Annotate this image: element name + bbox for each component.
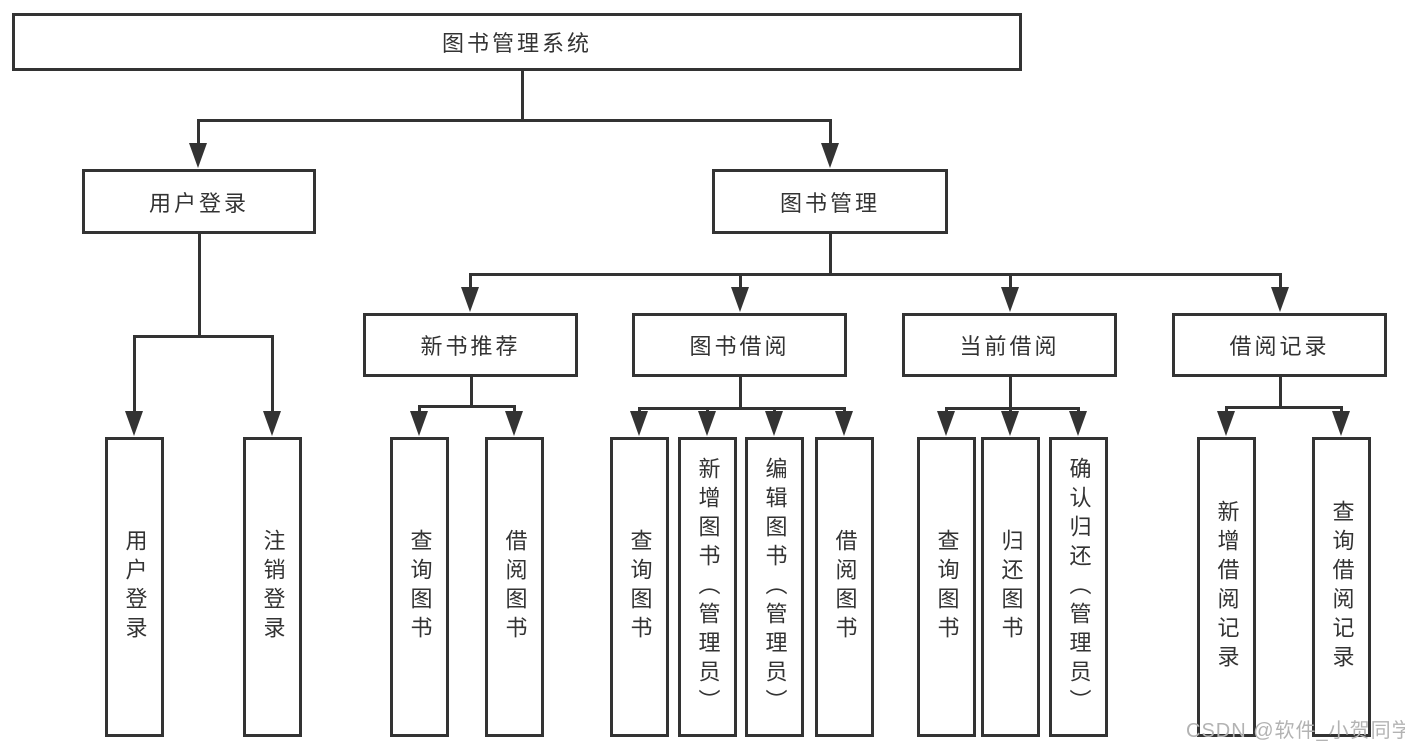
- node-label: 用户登录: [122, 529, 148, 645]
- node-label: 图书管理系统: [441, 31, 592, 56]
- watermark: CSDN @软件_小贺同学: [1186, 720, 1405, 742]
- arrowhead-down-icon: [461, 287, 479, 312]
- node-label: 借阅图书: [832, 529, 858, 645]
- connector-branch-line: [944, 407, 1080, 410]
- arrowhead-down-icon: [765, 411, 783, 436]
- arrowhead-down-icon: [505, 411, 523, 436]
- node-label: 用户登录: [148, 190, 249, 216]
- node-label: 查询图书: [627, 529, 653, 645]
- node-label: 确认归还（管理员）: [1066, 456, 1092, 718]
- connector-stem: [197, 234, 201, 338]
- node-user-login: 用户登录: [82, 169, 316, 234]
- node-label: 借阅图书: [502, 529, 528, 645]
- node-book-management: 图书管理: [712, 169, 948, 234]
- arrowhead-down-icon: [937, 411, 955, 436]
- leaf-current-confirm-return-admin: 确认归还（管理员）: [1049, 437, 1108, 737]
- node-label: 注销登录: [260, 529, 286, 645]
- node-label: 当前借阅: [959, 334, 1060, 359]
- leaf-records-query-borrow-record: 查询借阅记录: [1312, 437, 1371, 737]
- leaf-newbook-borrow-books: 借阅图书: [485, 437, 544, 737]
- node-label: 图书管理: [779, 190, 880, 216]
- connector-stem: [828, 234, 832, 276]
- node-book-borrowing: 图书借阅: [632, 313, 847, 377]
- leaf-user-login: 用户登录: [105, 437, 164, 737]
- arrowhead-down-icon: [125, 411, 143, 436]
- connector-branch-line: [468, 273, 1282, 276]
- arrowhead-down-icon: [263, 411, 281, 436]
- connector-stem: [520, 71, 524, 122]
- connector-branch-line: [637, 407, 846, 410]
- leaf-records-add-borrow-record: 新增借阅记录: [1197, 437, 1256, 737]
- node-label: 新书推荐: [420, 334, 521, 359]
- arrowhead-down-icon: [630, 411, 648, 436]
- arrowhead-down-icon: [1069, 411, 1087, 436]
- connector-drop-line: [468, 273, 472, 294]
- node-library-management-system: 图书管理系统: [12, 13, 1022, 71]
- connector-branch-line: [417, 405, 516, 408]
- connector-drop-line: [196, 119, 200, 150]
- node-current-borrowing: 当前借阅: [902, 313, 1117, 377]
- arrowhead-down-icon: [835, 411, 853, 436]
- connector-drop-line: [1008, 273, 1012, 294]
- arrowhead-down-icon: [1271, 287, 1289, 312]
- node-label: 图书借阅: [689, 334, 790, 359]
- connector-drop-line: [828, 119, 832, 150]
- arrowhead-down-icon: [1332, 411, 1350, 436]
- leaf-newbook-query-books: 查询图书: [390, 437, 449, 737]
- leaf-borrow-add-books-admin: 新增图书（管理员）: [678, 437, 737, 737]
- node-label: 新增图书（管理员）: [695, 456, 721, 718]
- connector-stem: [1008, 377, 1012, 410]
- arrowhead-down-icon: [410, 411, 428, 436]
- leaf-current-query-books: 查询图书: [917, 437, 976, 737]
- arrowhead-down-icon: [731, 287, 749, 312]
- connector-stem: [1278, 377, 1282, 409]
- node-borrowing-records: 借阅记录: [1172, 313, 1387, 377]
- arrowhead-down-icon: [1001, 411, 1019, 436]
- connector-branch-line: [132, 335, 274, 338]
- node-label: 编辑图书（管理员）: [762, 456, 788, 718]
- leaf-logout: 注销登录: [243, 437, 302, 737]
- node-label: 查询图书: [934, 529, 960, 645]
- connector-drop-line: [738, 273, 742, 294]
- node-label: 借阅记录: [1229, 334, 1330, 359]
- node-label: 查询借阅记录: [1329, 500, 1355, 674]
- node-label: 归还图书: [998, 529, 1024, 645]
- connector-branch-line: [1224, 406, 1343, 409]
- node-new-book-recommend: 新书推荐: [363, 313, 578, 377]
- leaf-borrow-query-books: 查询图书: [610, 437, 669, 737]
- connector-branch-line: [196, 119, 832, 122]
- arrowhead-down-icon: [189, 143, 207, 168]
- node-label: 查询图书: [407, 529, 433, 645]
- arrowhead-down-icon: [1001, 287, 1019, 312]
- connector-drop-line: [132, 335, 136, 418]
- connector-drop-line: [1278, 273, 1282, 294]
- leaf-borrow-edit-books-admin: 编辑图书（管理员）: [745, 437, 804, 737]
- connector-stem: [738, 377, 742, 410]
- node-label: 新增借阅记录: [1214, 500, 1240, 674]
- leaf-borrow-borrow-books: 借阅图书: [815, 437, 874, 737]
- arrowhead-down-icon: [821, 143, 839, 168]
- connector-drop-line: [270, 335, 274, 418]
- arrowhead-down-icon: [1217, 411, 1235, 436]
- arrowhead-down-icon: [698, 411, 716, 436]
- connector-stem: [469, 377, 473, 408]
- leaf-current-return-books: 归还图书: [981, 437, 1040, 737]
